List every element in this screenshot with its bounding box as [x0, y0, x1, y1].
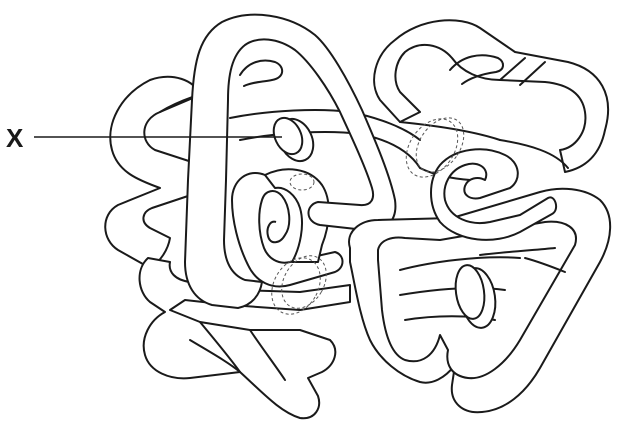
label-x: X: [6, 123, 24, 153]
top-right-loop: [374, 20, 608, 172]
cofactor-disc-x: [268, 113, 320, 166]
